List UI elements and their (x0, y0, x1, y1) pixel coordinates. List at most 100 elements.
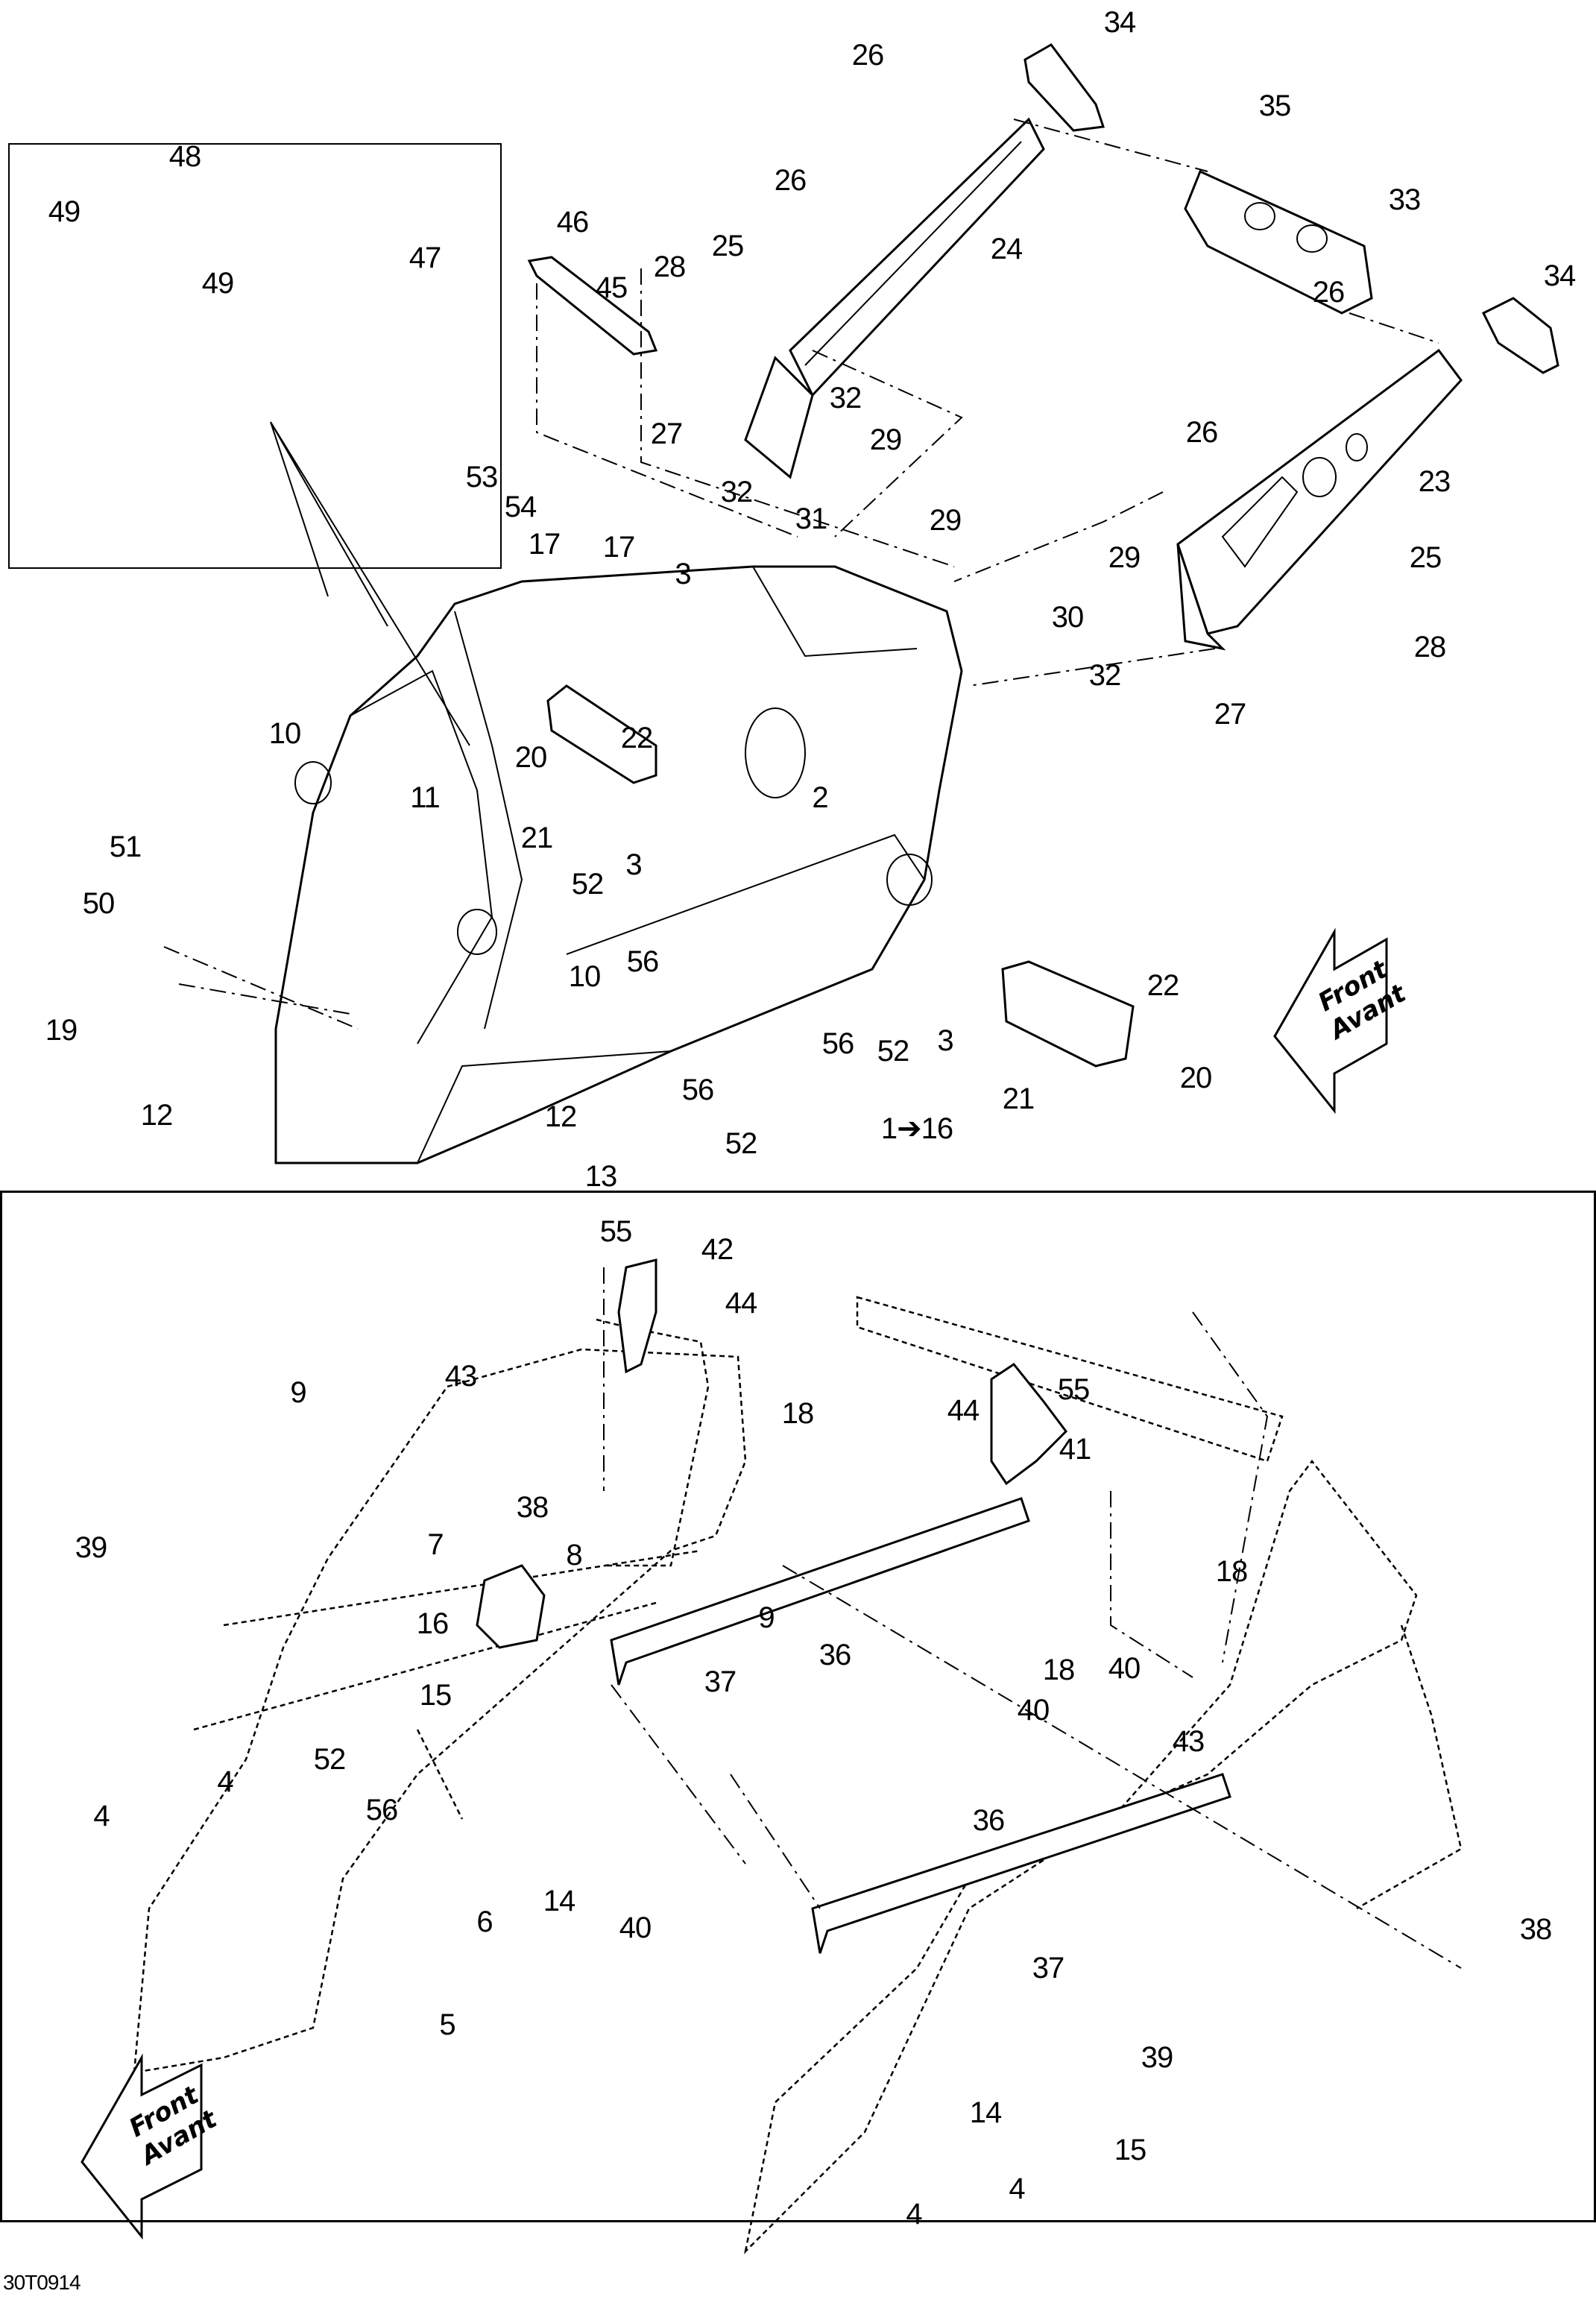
callout-label: 44 (725, 1287, 757, 1320)
callout-label: 4 (217, 1765, 233, 1798)
assembly-line (968, 312, 1439, 687)
callout-label: 45 (595, 271, 628, 304)
callout-label: 13 (584, 1160, 617, 1193)
callout-label: 15 (1114, 2134, 1146, 2166)
callout-label: 26 (851, 39, 884, 72)
running-board-36-lower (811, 1773, 1231, 1954)
callout-label: 56 (365, 1794, 398, 1826)
callout-label: 44 (947, 1394, 980, 1427)
callout-label: 18 (1215, 1555, 1248, 1588)
running-board-36-upper (610, 1497, 1030, 1686)
assembly-line (536, 268, 955, 567)
callout-label: 4 (1009, 2172, 1025, 2205)
callout-label: 29 (869, 423, 902, 456)
assembly-line (163, 946, 359, 1030)
callout-label: 17 (528, 528, 561, 561)
main-frame-upper (274, 565, 963, 1164)
bracket-45 (527, 256, 658, 356)
cover-16 (476, 1564, 546, 1649)
bracket-42 (617, 1258, 657, 1374)
callout-label: 52 (571, 868, 604, 901)
callout-label: 28 (1413, 631, 1446, 663)
callout-label: 26 (1185, 416, 1218, 449)
detail-inset (8, 143, 502, 569)
bracket-41 (990, 1362, 1067, 1486)
callout-label: 43 (444, 1360, 477, 1393)
callout-label: 49 (48, 195, 81, 228)
front-arrow-icon (81, 2053, 203, 2240)
callout-label: 32 (1088, 659, 1121, 692)
callout-label: 25 (711, 230, 744, 262)
callout-label: 38 (516, 1491, 549, 1524)
callout-label: 21 (1002, 1082, 1035, 1115)
callout-label: 23 (1418, 465, 1451, 498)
callout-label: 35 (1258, 89, 1291, 122)
callout-label: 51 (109, 830, 142, 863)
assembly-line (603, 1267, 1269, 1678)
callout-label: 56 (821, 1027, 854, 1060)
callout-label: 10 (268, 717, 301, 750)
callout-label: 12 (544, 1100, 577, 1133)
callout-label: 22 (1146, 969, 1179, 1002)
callout-label: 24 (990, 233, 1023, 265)
callout-label: 31 (795, 502, 827, 535)
callout-label: 20 (514, 741, 547, 774)
callout-label: 34 (1103, 6, 1136, 39)
callout-label: 26 (1312, 276, 1345, 309)
drawing-code: 30T0914 (3, 2271, 81, 2294)
callout-label: 4 (93, 1800, 110, 1832)
callout-label: 30 (1051, 601, 1084, 634)
callout-label: 40 (619, 1911, 652, 1944)
callout-label: 3 (937, 1024, 953, 1057)
callout-label: 56 (681, 1074, 714, 1106)
assembly-line (611, 1565, 1462, 1969)
callout-label: 9 (758, 1601, 775, 1634)
callout-label: 48 (168, 140, 201, 173)
callout-label: 53 (465, 461, 498, 494)
callout-label: 32 (829, 382, 862, 414)
callout-label: 27 (1214, 698, 1246, 731)
callout-label: 22 (620, 722, 653, 754)
callout-label: 7 (427, 1528, 444, 1561)
callout-label: 42 (701, 1233, 734, 1266)
callout-label: 52 (313, 1743, 346, 1776)
bracket-34-right (1481, 297, 1559, 374)
callout-label: 1➔16 (880, 1112, 953, 1145)
front-arrow-icon (1273, 927, 1388, 1115)
callout-label: 43 (1172, 1725, 1205, 1758)
callout-label: 41 (1059, 1433, 1091, 1466)
callout-label: 4 (906, 2198, 922, 2231)
callout-label: 34 (1543, 259, 1576, 292)
footrest-20-upper (546, 684, 657, 784)
callout-label: 14 (969, 2096, 1002, 2129)
callout-label: 25 (1409, 541, 1442, 574)
callout-label: 3 (625, 848, 642, 881)
callout-label: 10 (568, 960, 601, 993)
callout-label: 5 (439, 2008, 455, 2041)
rail-24 (744, 117, 1045, 479)
callout-label: 6 (476, 1906, 493, 1938)
callout-label: 36 (972, 1804, 1005, 1837)
callout-label: 12 (140, 1099, 173, 1132)
main-frame-lower-ghost (133, 1296, 1463, 2254)
callout-label: 47 (409, 242, 441, 274)
bracket-34-top (1023, 43, 1105, 132)
callout-label: 50 (82, 887, 115, 920)
callout-label: 33 (1388, 183, 1421, 216)
callout-label: 40 (1108, 1652, 1141, 1685)
callout-label: 11 (410, 781, 441, 814)
callout-label: 19 (45, 1014, 78, 1047)
callout-label: 40 (1017, 1694, 1050, 1727)
callout-label: 49 (201, 267, 234, 300)
callout-label: 27 (650, 417, 683, 450)
callout-label: 46 (556, 206, 589, 239)
callout-label: 26 (774, 164, 807, 197)
assembly-line (953, 119, 1208, 582)
callout-label: 36 (818, 1639, 851, 1671)
callout-label: 55 (1057, 1373, 1090, 1406)
callout-label: 18 (781, 1397, 814, 1430)
callout-label: 21 (520, 822, 553, 854)
callout-label: 39 (1141, 2041, 1173, 2074)
callout-label: 9 (290, 1376, 306, 1409)
callout-label: 38 (1519, 1913, 1552, 1946)
